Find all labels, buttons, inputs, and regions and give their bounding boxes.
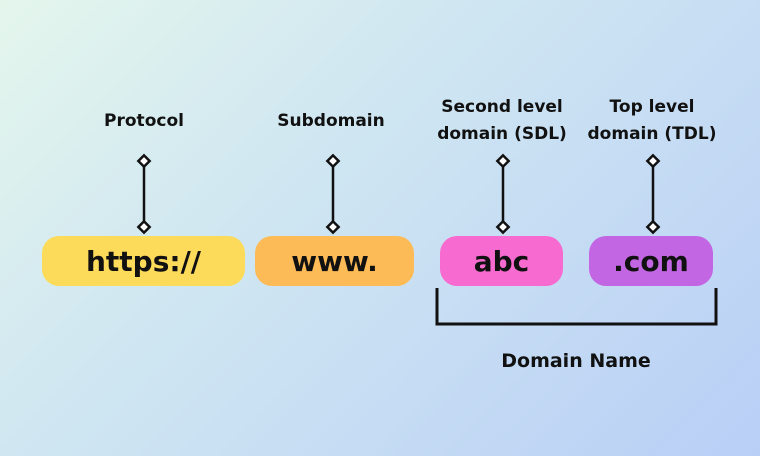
domain-name-label: Domain Name [501, 350, 651, 372]
tld-connector [645, 153, 661, 235]
tld-text: .com [613, 244, 689, 278]
subdomain-connector [325, 153, 341, 235]
protocol-pill: https:// [42, 236, 245, 286]
subdomain-label: Subdomain [277, 111, 385, 131]
domain-name-bracket [435, 288, 718, 326]
sld-connector [495, 153, 511, 235]
subdomain-text: www. [291, 244, 378, 278]
subdomain-pill: www. [255, 236, 414, 286]
tld-label: Top level domain (TDL) [587, 97, 717, 144]
sld-label: Second level domain (SDL) [437, 97, 567, 144]
protocol-connector [136, 153, 152, 235]
tld-pill: .com [589, 236, 713, 286]
protocol-text: https:// [85, 244, 202, 278]
sld-text: abc [473, 244, 530, 278]
sld-pill: abc [440, 236, 563, 286]
protocol-label: Protocol [104, 111, 184, 131]
